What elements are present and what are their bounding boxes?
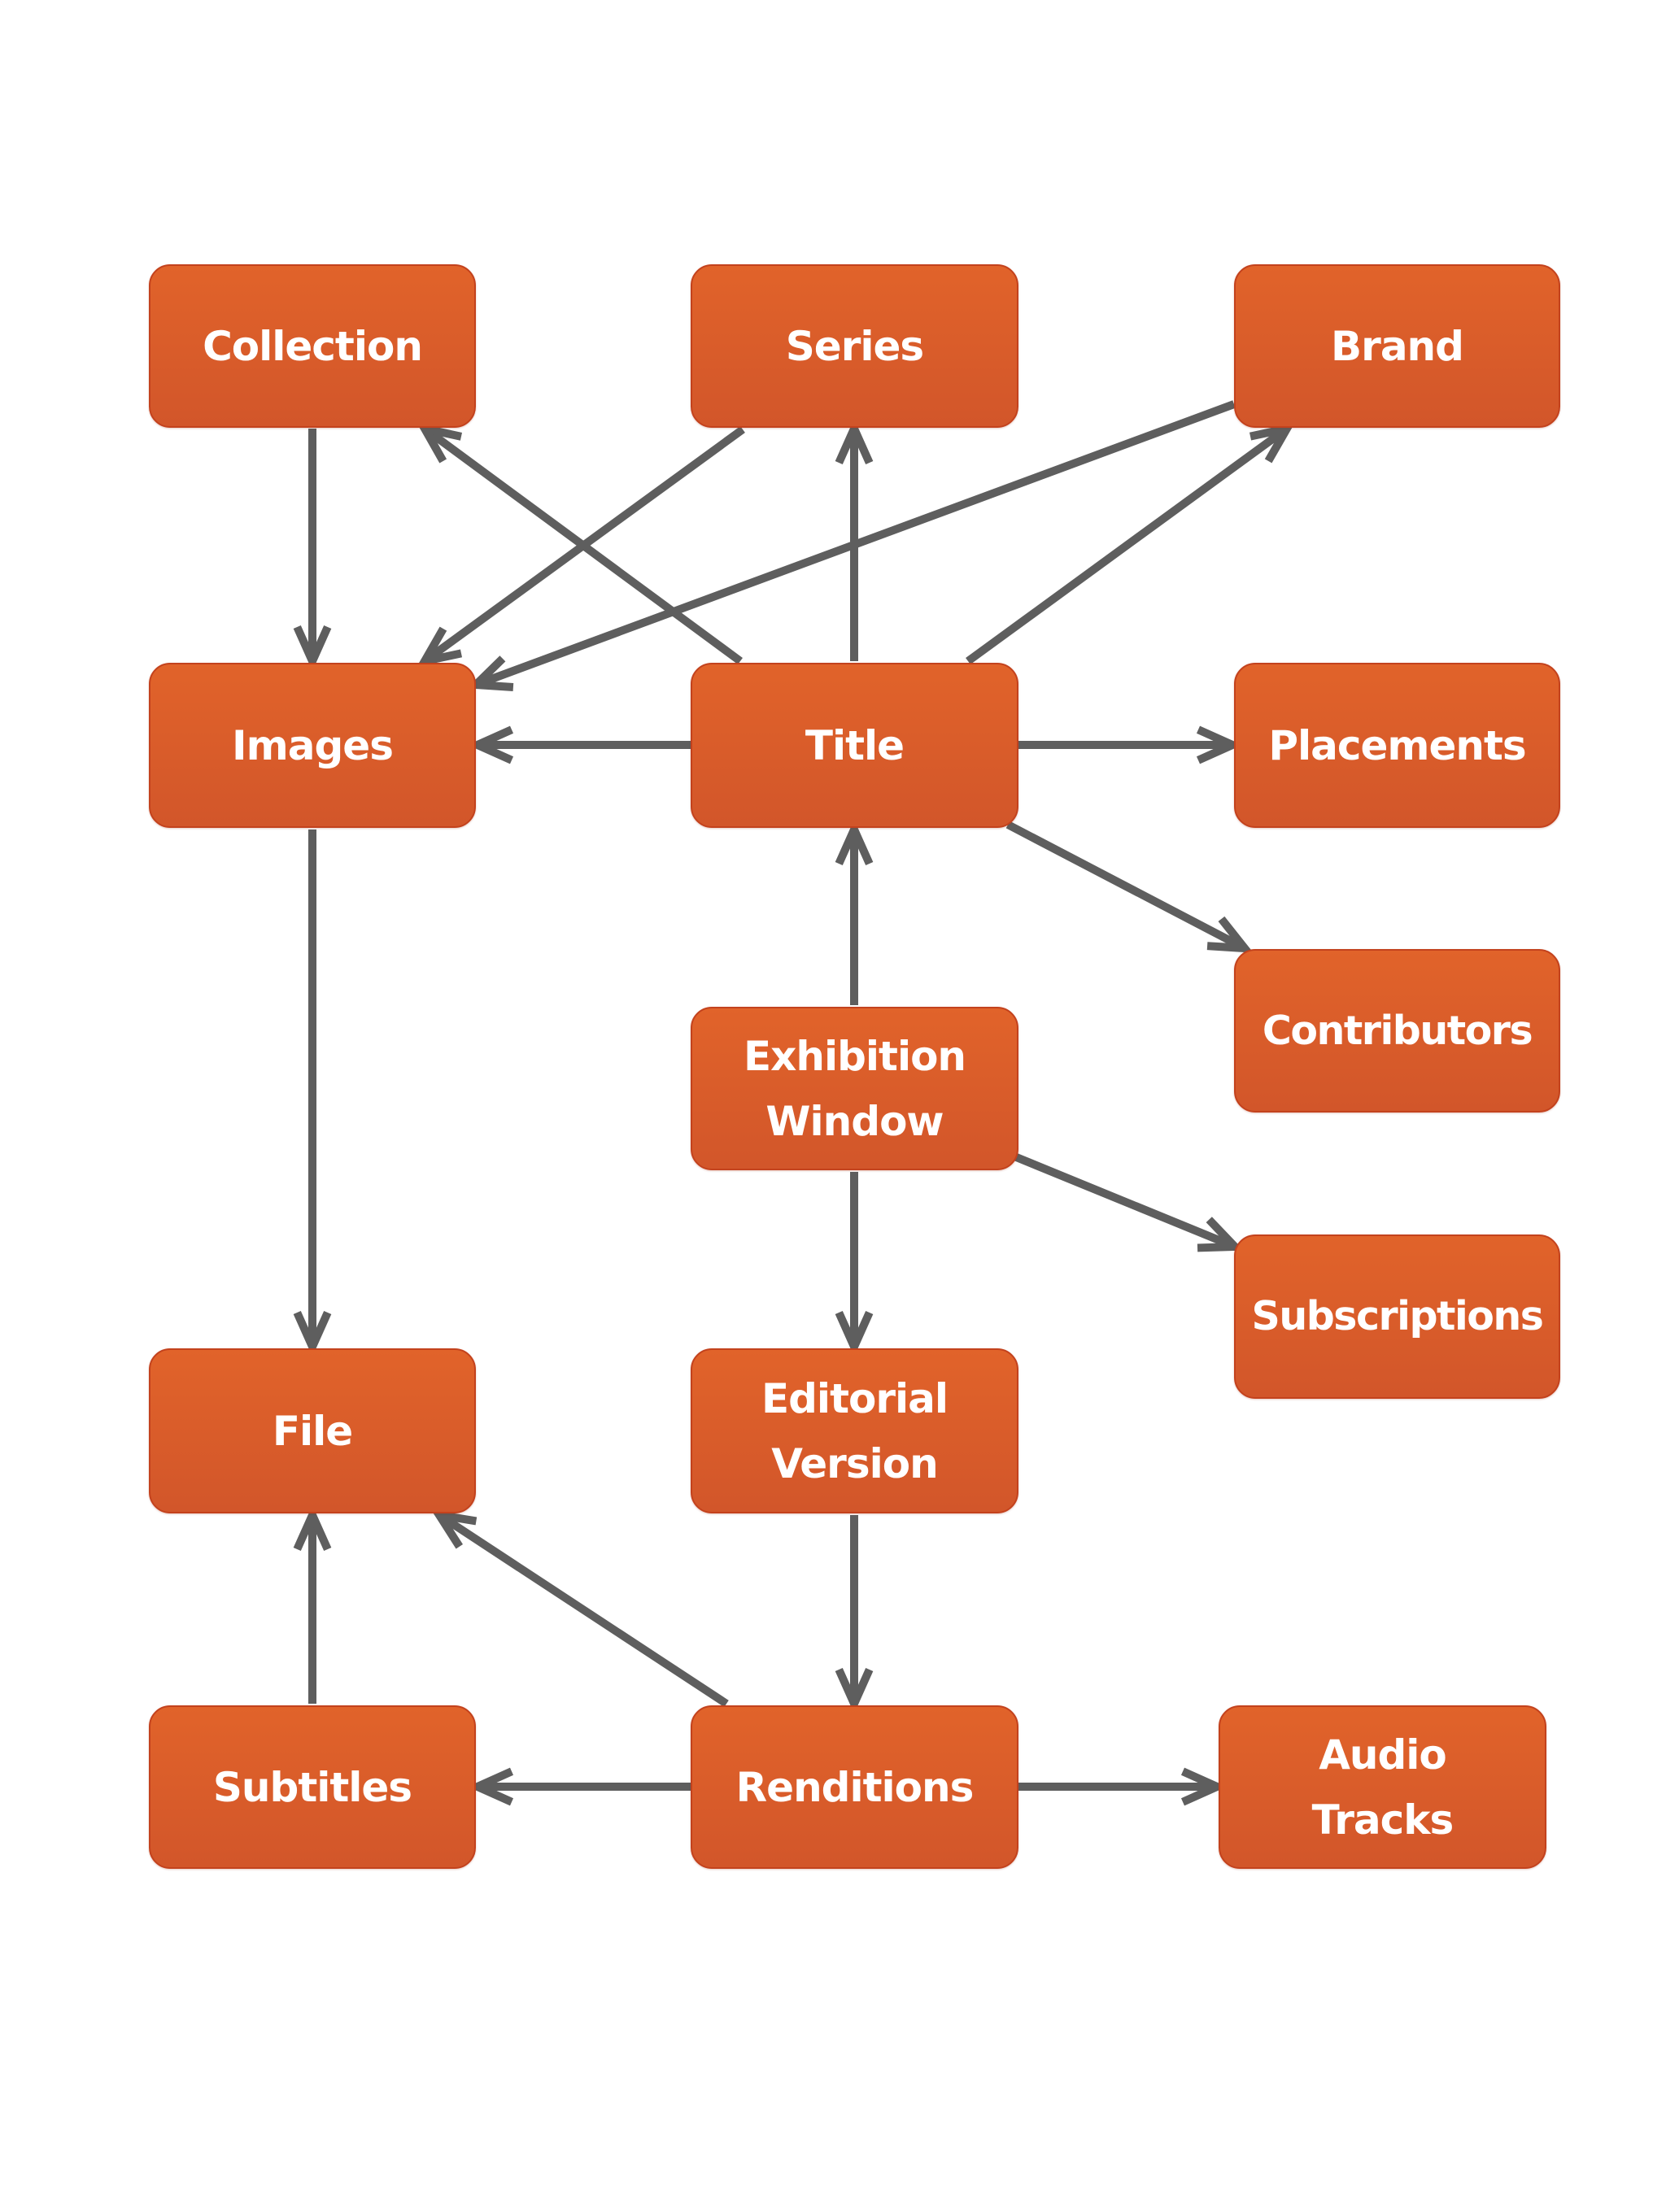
arrowhead-icon <box>835 1310 874 1357</box>
node-subtitles: Subtitles <box>149 1705 476 1869</box>
arrowhead-icon <box>293 1310 332 1357</box>
edge-line <box>1005 821 1247 952</box>
edge-title-to-contributors <box>1005 821 1254 953</box>
edge-exhibition-window-to-title <box>835 819 874 1005</box>
arrowhead-icon <box>416 422 463 464</box>
node-file: File <box>149 1348 476 1513</box>
arrowhead-icon <box>1206 916 1254 953</box>
arrowhead-icon <box>467 1767 514 1806</box>
node-series: Series <box>691 264 1018 428</box>
arrowhead-icon <box>416 626 463 668</box>
edge-subtitles-to-file <box>293 1504 332 1704</box>
edge-exhibition-window-to-subscriptions <box>1013 1152 1245 1252</box>
edge-title-to-collection <box>416 422 743 665</box>
node-placements: Placements <box>1234 663 1560 828</box>
edge-title-to-images <box>467 725 691 764</box>
arrowhead-icon <box>430 1509 478 1549</box>
edge-line <box>966 425 1289 665</box>
edge-images-to-file <box>293 830 332 1357</box>
node-collection: Collection <box>149 264 476 428</box>
edge-renditions-to-subtitles <box>467 1767 691 1806</box>
edge-collection-to-images <box>293 429 332 672</box>
arrowhead-icon <box>1180 1767 1228 1806</box>
arrowhead-icon <box>835 819 874 866</box>
node-contributors: Contributors <box>1234 949 1560 1113</box>
arrowhead-icon <box>835 418 874 465</box>
edge-renditions-to-audio-tracks <box>1018 1767 1228 1806</box>
edge-line <box>1013 1152 1236 1251</box>
edge-renditions-to-file <box>430 1509 729 1708</box>
edge-title-to-series <box>835 418 874 661</box>
node-subscriptions: Subscriptions <box>1234 1234 1560 1399</box>
arrowhead-icon <box>1196 725 1243 764</box>
node-brand: Brand <box>1234 264 1560 428</box>
arrowhead-icon <box>293 625 332 672</box>
edge-title-to-placements <box>1018 725 1243 764</box>
node-title: Title <box>691 663 1018 828</box>
edge-editorial-version-to-renditions <box>835 1515 874 1714</box>
edge-exhibition-window-to-editorial-version <box>835 1172 874 1357</box>
edge-line <box>437 1511 729 1708</box>
node-audio-tracks: Audio Tracks <box>1219 1705 1546 1869</box>
arrowhead-icon <box>293 1504 332 1552</box>
arrowhead-icon <box>1249 422 1295 464</box>
node-exhibition-window: Exhibition Window <box>691 1007 1018 1170</box>
arrowhead-icon <box>835 1667 874 1714</box>
edge-title-to-brand <box>966 422 1295 665</box>
node-images: Images <box>149 663 476 828</box>
node-editorial-version: Editorial Version <box>691 1348 1018 1513</box>
node-renditions: Renditions <box>691 1705 1018 1869</box>
arrowhead-icon <box>467 725 514 764</box>
arrowhead-icon <box>466 655 514 691</box>
edge-line <box>422 425 743 665</box>
